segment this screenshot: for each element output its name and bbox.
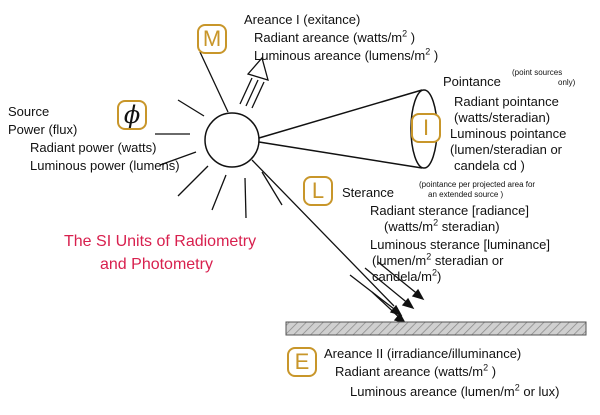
badge-i: I bbox=[411, 113, 441, 143]
badge-phi: ϕ bbox=[117, 100, 147, 130]
source-circle bbox=[204, 112, 260, 168]
pointance-note2: only) bbox=[558, 78, 576, 87]
sterance-title: Sterance bbox=[342, 185, 395, 200]
pointance-radiant2: (watts/steradian) bbox=[454, 110, 551, 125]
badge-l: L bbox=[303, 176, 333, 206]
incident-arrows bbox=[349, 261, 425, 325]
headline-line2: and Photometry bbox=[100, 256, 213, 273]
areance2-title: Areance II (irradiance/illuminance) bbox=[324, 346, 522, 361]
sterance-ray bbox=[251, 159, 395, 307]
pointance-luminous3: candela cd ) bbox=[454, 158, 525, 173]
source-rays bbox=[155, 51, 283, 219]
sterance-radiant1: Radiant sterance [radiance] bbox=[370, 203, 529, 218]
pointance-luminous1: Luminous pointance bbox=[450, 126, 567, 141]
areance1-luminous: Luminous areance (lumens/m2 ) bbox=[254, 46, 439, 63]
pointance-luminous2: (lumen/steradian or bbox=[450, 142, 562, 157]
source-luminous: Luminous power (lumens) bbox=[30, 158, 180, 173]
sterance-luminous3: candela/m2) bbox=[372, 267, 442, 284]
headline-line1: The SI Units of Radiometry bbox=[64, 233, 257, 250]
sterance-luminous1: Luminous sterance [luminance] bbox=[370, 237, 550, 252]
source-line1: Source bbox=[8, 104, 50, 119]
sterance-radiant2: (watts/m2 steradian) bbox=[384, 217, 500, 234]
sterance-luminous2: (lumen/m2 steradian or bbox=[372, 251, 504, 268]
source-radiant: Radiant power (watts) bbox=[30, 140, 157, 155]
source-line2: Power (flux) bbox=[8, 122, 78, 137]
areance1-radiant: Radiant areance (watts/m2 ) bbox=[254, 28, 416, 45]
pointance-note1: (point sources bbox=[512, 68, 563, 77]
areance1-title: Areance I (exitance) bbox=[244, 12, 361, 27]
areance2-luminous: Luminous areance (lumen/m2 or lux) bbox=[350, 382, 560, 399]
areance2-radiant: Radiant areance (watts/m2 ) bbox=[335, 362, 497, 379]
pointance-title: Pointance bbox=[443, 74, 501, 89]
surface bbox=[285, 321, 587, 336]
areance-arrow bbox=[239, 56, 269, 109]
sterance-note1: (pointance per projected area for bbox=[419, 180, 536, 189]
badge-e: E bbox=[287, 347, 317, 377]
badge-m: M bbox=[197, 24, 227, 54]
sterance-note2: an extended source ) bbox=[428, 190, 504, 199]
pointance-radiant1: Radiant pointance bbox=[454, 94, 559, 109]
